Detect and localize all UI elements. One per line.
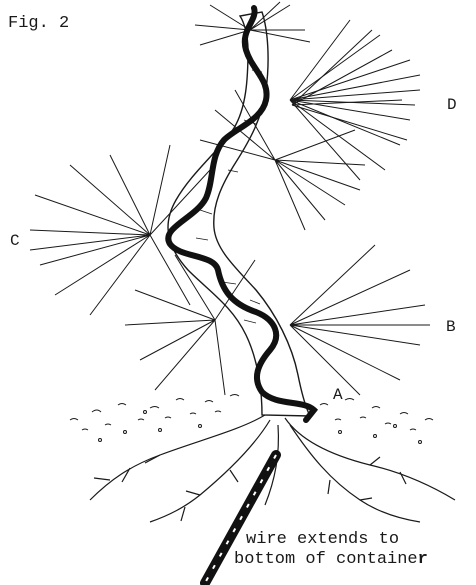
soil-surface xyxy=(70,395,433,444)
wire-caption: wire extends to bottom of container xyxy=(238,530,428,570)
figure-title: Fig. 2 xyxy=(8,14,69,33)
caption-line-2-end: r xyxy=(418,550,428,569)
caption-line-2: bottom of container xyxy=(234,550,428,570)
label-b: B xyxy=(446,318,456,336)
label-a: A xyxy=(333,386,343,404)
label-d: D xyxy=(447,96,457,114)
label-c: C xyxy=(10,232,20,250)
foliage-d xyxy=(290,20,420,180)
caption-line-1: wire extends to xyxy=(246,530,428,550)
foliage-b xyxy=(290,245,430,395)
caption-line-2-main: bottom of containe xyxy=(234,550,418,569)
